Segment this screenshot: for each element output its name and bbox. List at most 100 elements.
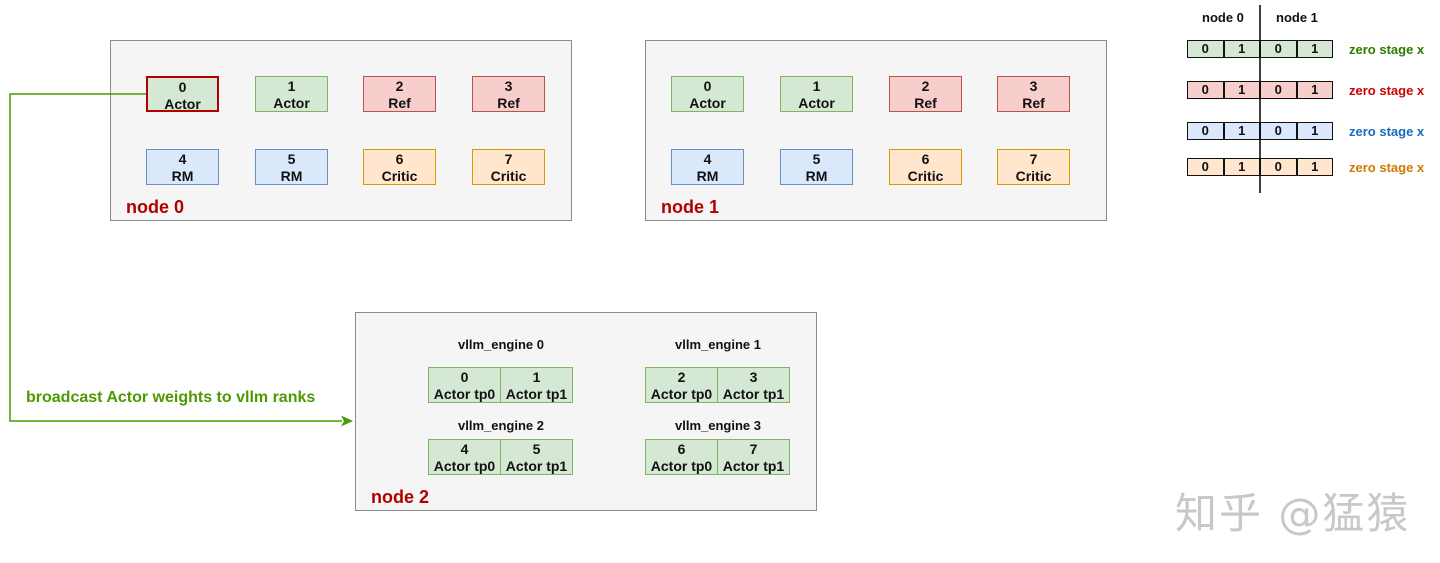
node1-gpu-1[interactable]: 1 Actor — [780, 76, 853, 112]
legend-cell: 0 — [1187, 122, 1224, 140]
node1-gpu-2[interactable]: 2 Ref — [889, 76, 962, 112]
gpu-id: 4 — [178, 151, 187, 167]
gpu-role: RM — [171, 168, 194, 184]
rank-role: Actor tp0 — [433, 386, 496, 402]
node-0-box: 0 Actor 1 Actor 2 Ref 3 Ref 4 RM 5 RM 6 … — [110, 40, 572, 221]
rank-role: Actor tp1 — [722, 458, 785, 474]
legend-cell: 1 — [1296, 122, 1333, 140]
node0-gpu-3[interactable]: 3 Ref — [472, 76, 545, 112]
node1-gpu-4[interactable]: 4 RM — [671, 149, 744, 185]
gpu-id: 1 — [812, 78, 821, 94]
gpu-id: 4 — [703, 151, 712, 167]
legend-cell: 1 — [1223, 81, 1260, 99]
gpu-role: Critic — [1015, 168, 1052, 184]
vllm-engine-0-rank-0[interactable]: 0 Actor tp0 — [428, 367, 501, 403]
vllm-engine-1-title: vllm_engine 1 — [675, 337, 761, 352]
gpu-id: 6 — [921, 151, 930, 167]
node-2-label: node 2 — [371, 487, 430, 507]
gpu-role: Ref — [497, 95, 520, 111]
gpu-role: Actor — [689, 95, 726, 111]
node0-gpu-4[interactable]: 4 RM — [146, 149, 219, 185]
gpu-role: RM — [280, 168, 303, 184]
rank-id: 1 — [532, 369, 541, 385]
rank-role: Actor tp0 — [650, 458, 713, 474]
rank-id: 7 — [749, 441, 758, 457]
legend-label: zero stage x — [1349, 124, 1425, 139]
legend-cell: 1 — [1296, 40, 1333, 58]
vllm-engine-2-rank-1[interactable]: 5 Actor tp1 — [500, 439, 573, 475]
vllm-engine-3-rank-0[interactable]: 6 Actor tp0 — [645, 439, 718, 475]
gpu-id: 7 — [1029, 151, 1038, 167]
legend-cell: 1 — [1223, 122, 1260, 140]
legend-label: zero stage x — [1349, 42, 1425, 57]
watermark: 知乎 @猛猿 — [1175, 489, 1411, 538]
gpu-role: RM — [805, 168, 828, 184]
gpu-role: Ref — [388, 95, 411, 111]
node-0-label: node 0 — [126, 197, 185, 217]
node1-gpu-6[interactable]: 6 Critic — [889, 149, 962, 185]
legend-cell: 0 — [1260, 40, 1297, 58]
legend-cell: 0 — [1187, 81, 1224, 99]
gpu-id: 5 — [287, 151, 296, 167]
legend-header-node0: node 0 — [1202, 10, 1244, 25]
node0-gpu-5[interactable]: 5 RM — [255, 149, 328, 185]
rank-role: Actor tp1 — [505, 386, 568, 402]
legend-cell: 0 — [1260, 158, 1297, 176]
rank-id: 6 — [677, 441, 686, 457]
rank-role: Actor tp1 — [505, 458, 568, 474]
node0-gpu-2[interactable]: 2 Ref — [363, 76, 436, 112]
rank-id: 3 — [749, 369, 758, 385]
node-1-label: node 1 — [661, 197, 720, 217]
gpu-role: Actor — [164, 96, 201, 112]
vllm-engine-3-title: vllm_engine 3 — [675, 418, 761, 433]
gpu-id: 0 — [703, 78, 712, 94]
legend-cell: 0 — [1260, 81, 1297, 99]
rank-id: 2 — [677, 369, 686, 385]
legend-label: zero stage x — [1349, 83, 1425, 98]
gpu-id: 1 — [287, 78, 296, 94]
vllm-engine-1-rank-0[interactable]: 2 Actor tp0 — [645, 367, 718, 403]
node-2-box: vllm_engine 0 0 Actor tp0 1 Actor tp1 vl… — [355, 312, 817, 511]
gpu-role: Ref — [914, 95, 937, 111]
legend-cell: 1 — [1223, 40, 1260, 58]
rank-id: 4 — [460, 441, 469, 457]
node1-gpu-7[interactable]: 7 Critic — [997, 149, 1070, 185]
rank-role: Actor tp0 — [650, 386, 713, 402]
gpu-id: 7 — [504, 151, 513, 167]
gpu-role: Ref — [1022, 95, 1045, 111]
gpu-id: 6 — [395, 151, 404, 167]
legend-cell: 1 — [1223, 158, 1260, 176]
node0-gpu-7[interactable]: 7 Critic — [472, 149, 545, 185]
broadcast-label: broadcast Actor weights to vllm ranks — [26, 389, 316, 406]
gpu-role: RM — [696, 168, 719, 184]
gpu-role: Critic — [381, 168, 418, 184]
rank-role: Actor tp1 — [722, 386, 785, 402]
node0-gpu-1[interactable]: 1 Actor — [255, 76, 328, 112]
vllm-engine-2-rank-0[interactable]: 4 Actor tp0 — [428, 439, 501, 475]
legend-cell: 0 — [1187, 158, 1224, 176]
gpu-id: 2 — [921, 78, 930, 94]
legend-label: zero stage x — [1349, 160, 1425, 175]
vllm-engine-3-rank-1[interactable]: 7 Actor tp1 — [717, 439, 790, 475]
node1-gpu-3[interactable]: 3 Ref — [997, 76, 1070, 112]
vllm-engine-2-title: vllm_engine 2 — [458, 418, 544, 433]
vllm-engine-1-rank-1[interactable]: 3 Actor tp1 — [717, 367, 790, 403]
legend-cell: 0 — [1260, 122, 1297, 140]
gpu-id: 0 — [178, 79, 187, 95]
gpu-role: Critic — [907, 168, 944, 184]
node-1-box: 0 Actor 1 Actor 2 Ref 3 Ref 4 RM 5 RM 6 … — [645, 40, 1107, 221]
rank-id: 0 — [460, 369, 469, 385]
node1-gpu-5[interactable]: 5 RM — [780, 149, 853, 185]
node1-gpu-0[interactable]: 0 Actor — [671, 76, 744, 112]
gpu-role: Actor — [798, 95, 835, 111]
rank-role: Actor tp0 — [433, 458, 496, 474]
legend-header-node1: node 1 — [1276, 10, 1318, 25]
node0-gpu-6[interactable]: 6 Critic — [363, 149, 436, 185]
gpu-id: 3 — [504, 78, 513, 94]
gpu-role: Actor — [273, 95, 310, 111]
gpu-id: 5 — [812, 151, 821, 167]
vllm-engine-0-title: vllm_engine 0 — [458, 337, 544, 352]
node0-gpu-0[interactable]: 0 Actor — [146, 76, 219, 112]
legend-cell: 0 — [1187, 40, 1224, 58]
vllm-engine-0-rank-1[interactable]: 1 Actor tp1 — [500, 367, 573, 403]
